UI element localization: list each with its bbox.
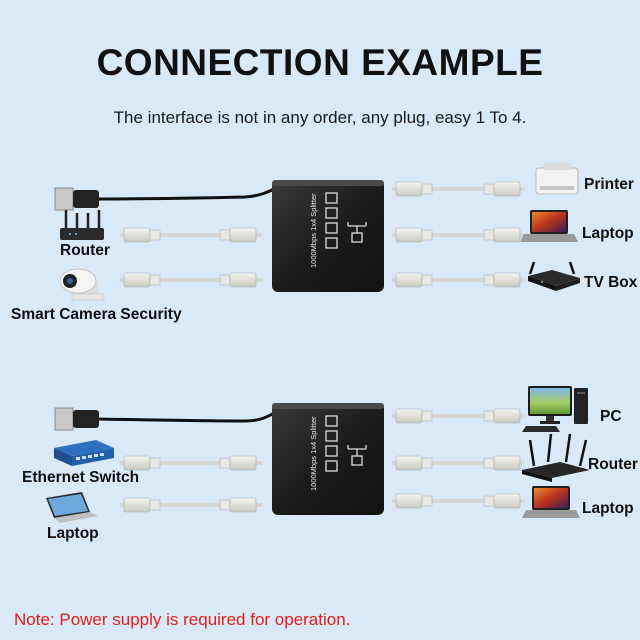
usb-plug-icon	[54, 407, 277, 431]
ethernet-cable	[120, 455, 262, 471]
page-subtitle: The interface is not in any order, any p…	[113, 108, 527, 127]
device-label-printer: Printer	[584, 176, 634, 193]
device-label-ethernet-switch: Ethernet Switch	[22, 469, 140, 486]
bottom-section: 1000Mbps 1x4 Splitter	[46, 386, 590, 523]
device-label-laptop: Laptop	[582, 225, 634, 242]
printer-icon	[535, 163, 579, 195]
splitter-label: 1000Mbps 1x4 Splitter	[309, 416, 318, 491]
splitter-box: 1000Mbps 1x4 Splitter	[272, 180, 384, 292]
ethernet-cable	[120, 497, 262, 513]
router-icon	[522, 433, 590, 482]
ethernet-cable	[392, 272, 524, 288]
device-label-laptop: Laptop	[582, 500, 634, 517]
device-label-router: Router	[60, 242, 110, 259]
device-label-tv-box: TV Box	[584, 274, 638, 291]
usb-plug-icon	[54, 186, 277, 211]
camera-icon	[59, 268, 105, 301]
power-note: Note: Power supply is required for opera…	[14, 610, 351, 629]
splitter-box: 1000Mbps 1x4 Splitter	[272, 403, 384, 515]
ethernet-cable	[120, 272, 262, 288]
device-label-router: Router	[588, 456, 638, 473]
ethernet-cable	[392, 408, 524, 424]
ethernet-cable	[392, 227, 524, 243]
pc-icon	[522, 386, 588, 432]
laptop-icon	[46, 492, 98, 523]
ethernet-cable	[392, 181, 524, 197]
device-label-laptop: Laptop	[47, 525, 99, 542]
network-switch-icon	[54, 440, 114, 466]
ethernet-cable	[392, 493, 524, 509]
ethernet-cable	[120, 227, 262, 243]
device-label-pc: PC	[600, 408, 622, 425]
tv-box-icon	[528, 261, 580, 291]
laptop-icon	[520, 210, 578, 242]
top-section: 1000Mbps 1x4 Splitter	[54, 163, 580, 301]
splitter-label: 1000Mbps 1x4 Splitter	[309, 193, 318, 268]
ethernet-cable	[392, 455, 524, 471]
device-label-smart-camera: Smart Camera Security	[11, 306, 182, 323]
router-icon	[60, 210, 104, 240]
page-title: CONNECTION EXAMPLE	[96, 42, 544, 83]
laptop-icon	[522, 486, 580, 518]
